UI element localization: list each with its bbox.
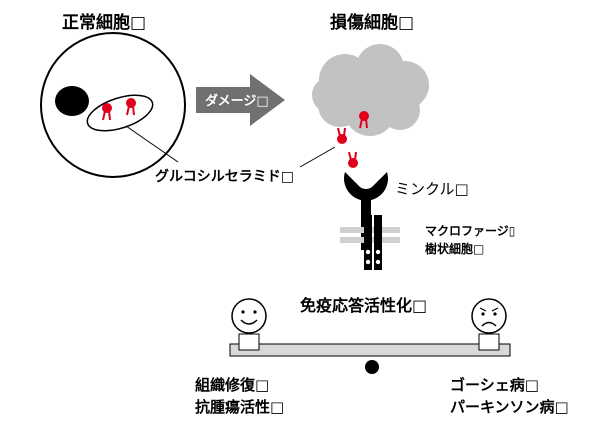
damage-arrow-label: ダメージ□ — [205, 94, 269, 109]
lipid-icon — [337, 111, 369, 168]
fulcrum — [365, 360, 379, 374]
nucleus — [55, 86, 89, 116]
damaged-cell-cloud — [312, 44, 429, 136]
damage-arrow — [196, 74, 285, 126]
sad-face-icon — [471, 298, 507, 351]
glucosylceramide-label: グルコシルセラミド□ — [155, 169, 294, 185]
immune-response-label: 免疫応答活性化□ — [300, 296, 428, 315]
balance-scale — [229, 298, 511, 374]
macrophage-label: マクロファージ▯ — [425, 224, 516, 238]
organelle — [86, 94, 154, 132]
antitumor-label: 抗腫瘍活性□ — [195, 398, 285, 416]
leader-line — [299, 146, 336, 168]
balance-beam — [229, 343, 511, 357]
dendritic-cell-label: 樹状細胞□ — [425, 242, 485, 256]
normal-cell — [40, 32, 186, 178]
happy-face-icon — [231, 298, 267, 351]
gaucher-label: ゴーシェ病□ — [450, 376, 539, 394]
lipid-icon — [102, 98, 136, 121]
mincle-label: ミンクル□ — [395, 180, 469, 198]
damaged-cell-title: 損傷細胞□ — [330, 13, 415, 33]
parkinson-label: パーキンソン病□ — [450, 398, 569, 416]
normal-cell-title: 正常細胞□ — [62, 13, 147, 33]
tissue-repair-label: 組織修復□ — [195, 376, 270, 394]
leader-line — [125, 125, 179, 163]
